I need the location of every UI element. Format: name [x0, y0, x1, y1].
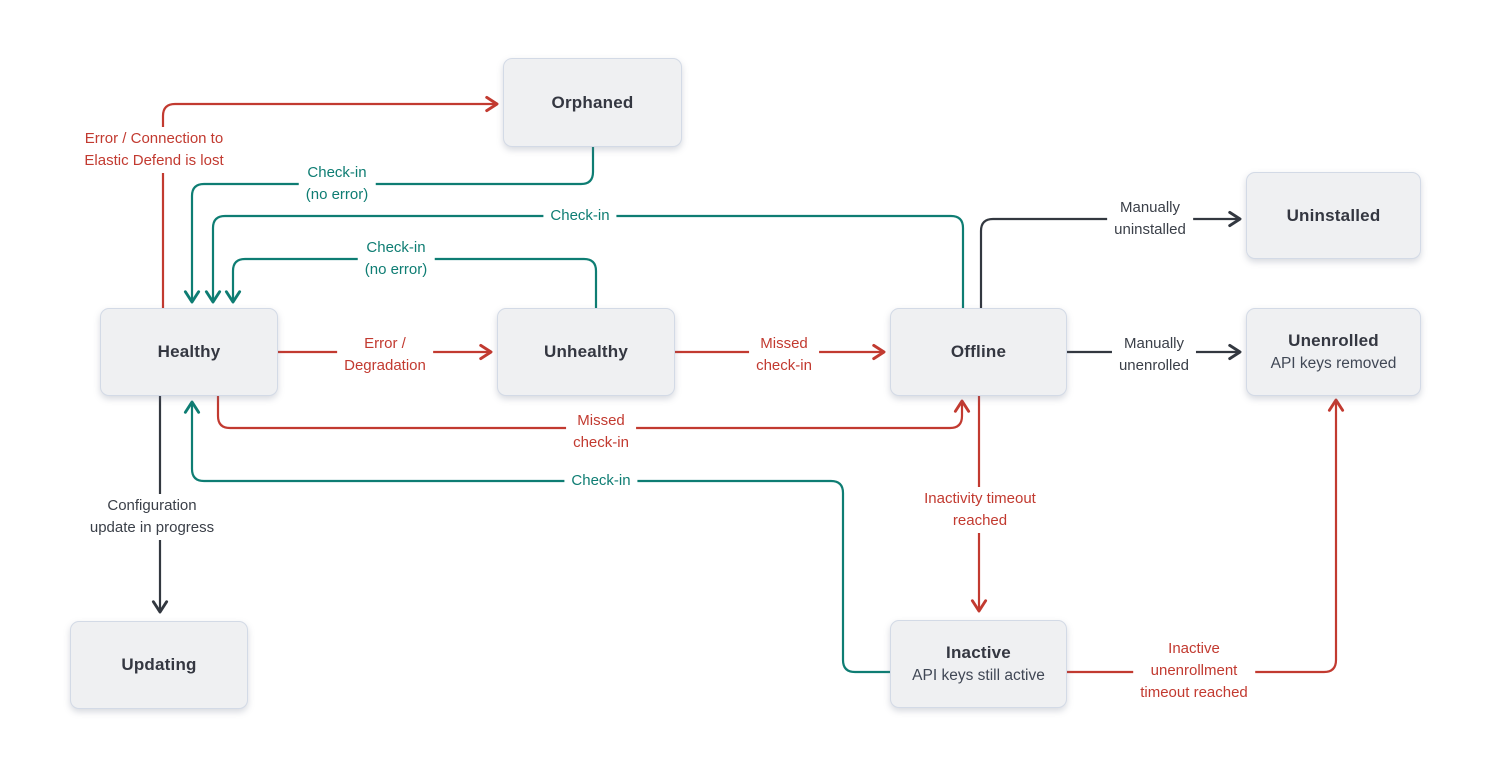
node-updating: Updating [70, 621, 248, 709]
edge-label-checkin-inactive: Check-in [564, 469, 638, 493]
edge-label-manually-unenrolled: Manually unenrolled [1111, 332, 1197, 378]
edge-label-inactivity-timeout: Inactivity timeout reached [917, 487, 1043, 533]
node-orphaned-label: Orphaned [551, 92, 634, 112]
edge-healthy-orphaned [161, 95, 499, 312]
edge-orphaned-healthy [183, 145, 595, 304]
node-updating-label: Updating [121, 655, 197, 674]
node-offline: Offline [890, 308, 1067, 396]
edge-label-checkin-no-error-unhealthy: Check-in (no error) [357, 236, 435, 282]
node-inactive-label: Inactive [946, 643, 1011, 662]
edge-offline-uninstalled [979, 210, 1242, 310]
node-unenrolled-sublabel: API keys removed [1270, 355, 1397, 372]
node-uninstalled-label: Uninstalled [1286, 205, 1381, 225]
edge-label-inactive-unenrollment-timeout: Inactive unenrollment timeout reached [1133, 637, 1255, 705]
node-healthy-label: Healthy [157, 342, 221, 361]
node-inactive-sublabel: API keys still active [912, 667, 1045, 684]
edge-inactive-unenrolled [1065, 398, 1345, 674]
edge-label-error-connection-lost: Error / Connection to Elastic Defend is … [77, 127, 231, 173]
node-uninstalled: Uninstalled [1246, 172, 1421, 259]
edge-label-checkin-offline: Check-in [543, 204, 617, 228]
edge-offline-healthy [204, 214, 965, 310]
edge-label-missed-checkin-healthy: Missed check-in [566, 409, 636, 455]
node-offline-label: Offline [950, 342, 1007, 361]
edge-label-manually-uninstalled: Manually uninstalled [1107, 196, 1193, 242]
edge-label-missed-checkin-unhealthy: Missed check-in [749, 332, 819, 378]
edge-label-configuration-update: Configuration update in progress [82, 494, 222, 540]
edge-inactive-healthy [183, 400, 892, 674]
node-healthy: Healthy [100, 308, 278, 396]
node-unhealthy: Unhealthy [497, 308, 675, 396]
node-orphaned: Orphaned [503, 58, 682, 147]
node-unenrolled: Unenrolled API keys removed [1246, 308, 1421, 396]
node-inactive: Inactive API keys still active [890, 620, 1067, 708]
edge-label-error-degradation: Error / Degradation [337, 332, 433, 378]
edge-label-checkin-no-error-orphaned: Check-in (no error) [298, 161, 376, 207]
node-unenrolled-label: Unenrolled [1288, 331, 1379, 350]
node-unhealthy-label: Unhealthy [544, 342, 628, 361]
